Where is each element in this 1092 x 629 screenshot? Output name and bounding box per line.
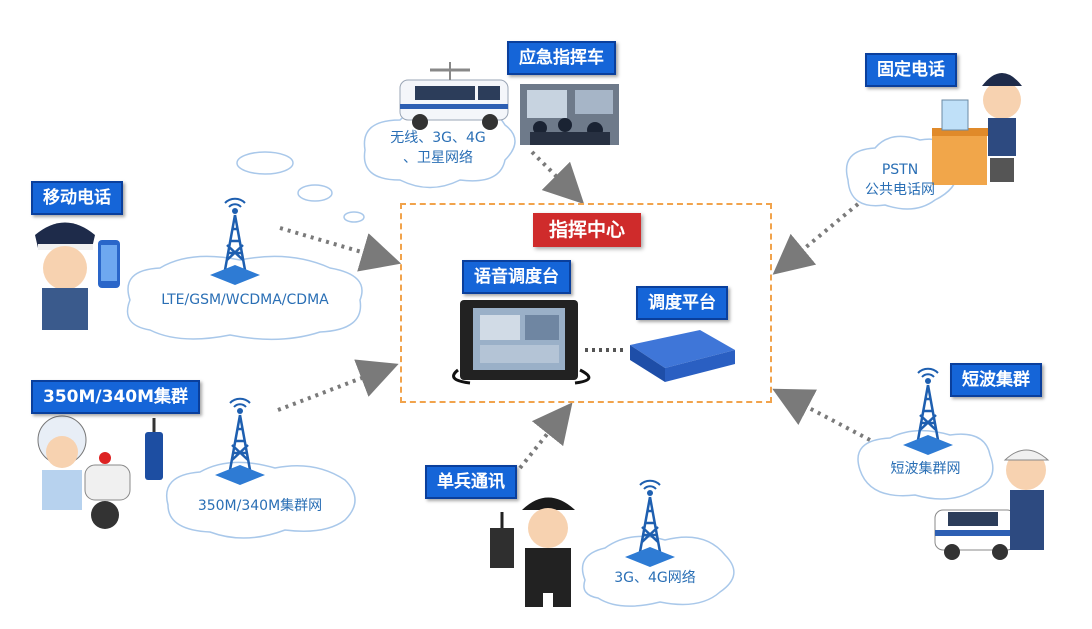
vehicle-network-line-2: 、卫星网络 [403, 150, 473, 166]
voice-console-label: 语音调度台 [462, 260, 571, 294]
cloud-soldier [581, 535, 735, 607]
arrow-mobile [279, 226, 402, 272]
fixed-phone-network-line-2: 公共电话网 [865, 182, 935, 198]
shortwave-label: 短波集群 [950, 363, 1042, 397]
arrow-trunk350 [277, 359, 399, 412]
mobile-network-line-1: LTE/GSM/WCDMA/CDMA [161, 292, 329, 308]
vehicle-network-text: 无线、3G、4G 、卫星网络 [378, 128, 498, 168]
arrow-soldier [518, 402, 573, 470]
tower-icon-trunk350 [213, 397, 267, 487]
fixed-phone-network-text: PSTN 公共电话网 [850, 160, 950, 200]
fixed-phone-network-line-1: PSTN [881, 162, 919, 178]
arrow-vehicle [530, 150, 585, 205]
shortwave-network-line-1: 短波集群网 [890, 461, 961, 477]
soldier-network-text: 3G、4G网络 [590, 568, 720, 588]
vehicle-label: 应急指挥车 [507, 41, 616, 75]
trunk350-label: 350M/340M集群 [31, 380, 201, 414]
soldier-icon [490, 497, 575, 607]
trunk350-network-text: 350M/340M集群网 [175, 496, 345, 516]
tower-icon-mobile [208, 197, 262, 287]
bubble-large [236, 151, 294, 175]
soldier-label: 单兵通讯 [425, 465, 517, 499]
cloud-shortwave [857, 429, 994, 500]
cloud-mobile [126, 255, 363, 341]
bubble-medium [297, 184, 333, 202]
command-van-icon [399, 62, 509, 130]
police-car-officer-icon [934, 449, 1050, 560]
trunk350-network-line-1: 350M/340M集群网 [197, 498, 323, 514]
dispatch-platform-icon [630, 330, 735, 382]
motorcycle-officer-icon [37, 415, 163, 529]
vehicle-network-line-1: 无线、3G、4G [390, 130, 486, 146]
desk-officer-icon [932, 73, 1022, 185]
arrow-shortwave [772, 388, 871, 442]
mobile-officer-icon [35, 222, 120, 330]
command-center-box [400, 203, 772, 403]
command-center-title: 指挥中心 [533, 213, 642, 247]
soldier-network-line-1: 3G、4G网络 [614, 570, 696, 586]
fixed-phone-label: 固定电话 [865, 53, 957, 87]
mobile-label: 移动电话 [31, 181, 123, 215]
cloud-trunk350 [166, 461, 356, 539]
command-room-photo [520, 84, 619, 145]
voice-console-icon [452, 300, 591, 385]
mobile-network-text: LTE/GSM/WCDMA/CDMA [130, 290, 360, 310]
tower-icon-shortwave [901, 367, 955, 457]
arrow-fixed-phone [772, 202, 860, 275]
tower-icon-soldier [623, 479, 677, 569]
dispatch-platform-label: 调度平台 [636, 286, 728, 320]
shortwave-network-text: 短波集群网 [868, 459, 983, 479]
bubble-small [343, 211, 365, 223]
